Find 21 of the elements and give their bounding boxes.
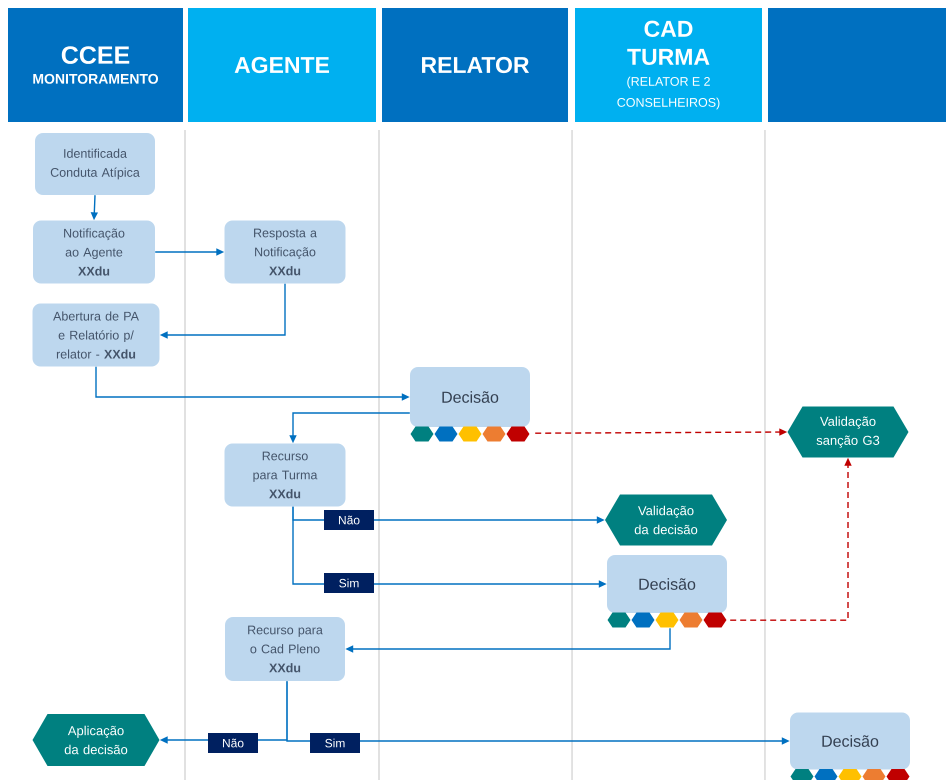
process-box: Recurso para Turma XXdu [224,444,346,506]
lane-header: AGENTE [188,8,376,122]
lane-header: CAD TURMA (RELATOR E 2 CONSELHEIROS) [575,8,762,122]
edge-label: Não [208,733,258,753]
hexagon-box: Validação sanção G3 [788,406,908,458]
process-box: Resposta a Notificação XXdu [224,220,346,284]
process-box: Notificação ao Agente XXdu [33,220,155,284]
process-box: Identificada Conduta Atípica [35,133,155,195]
lane-header: CCEE MONITORAMENTO [8,8,183,122]
hexagon-box: Aplicação da decisão [32,714,160,766]
decision-box: Decisão [410,367,530,427]
lane-header [768,8,946,122]
edge-label: Sim [324,573,374,593]
hexagon-box: Validação da decisão [605,494,727,546]
decision-box: Decisão [790,712,910,770]
decision-box: Decisão [607,555,727,613]
edge-label: Não [324,510,374,530]
edge-label: Sim [310,733,360,753]
process-box: Abertura de PA e Relatório p/ relator - XXdu [32,304,160,366]
process-box: Recurso para o Cad Pleno XXdu [225,617,345,681]
lane-header: RELATOR [382,8,568,122]
